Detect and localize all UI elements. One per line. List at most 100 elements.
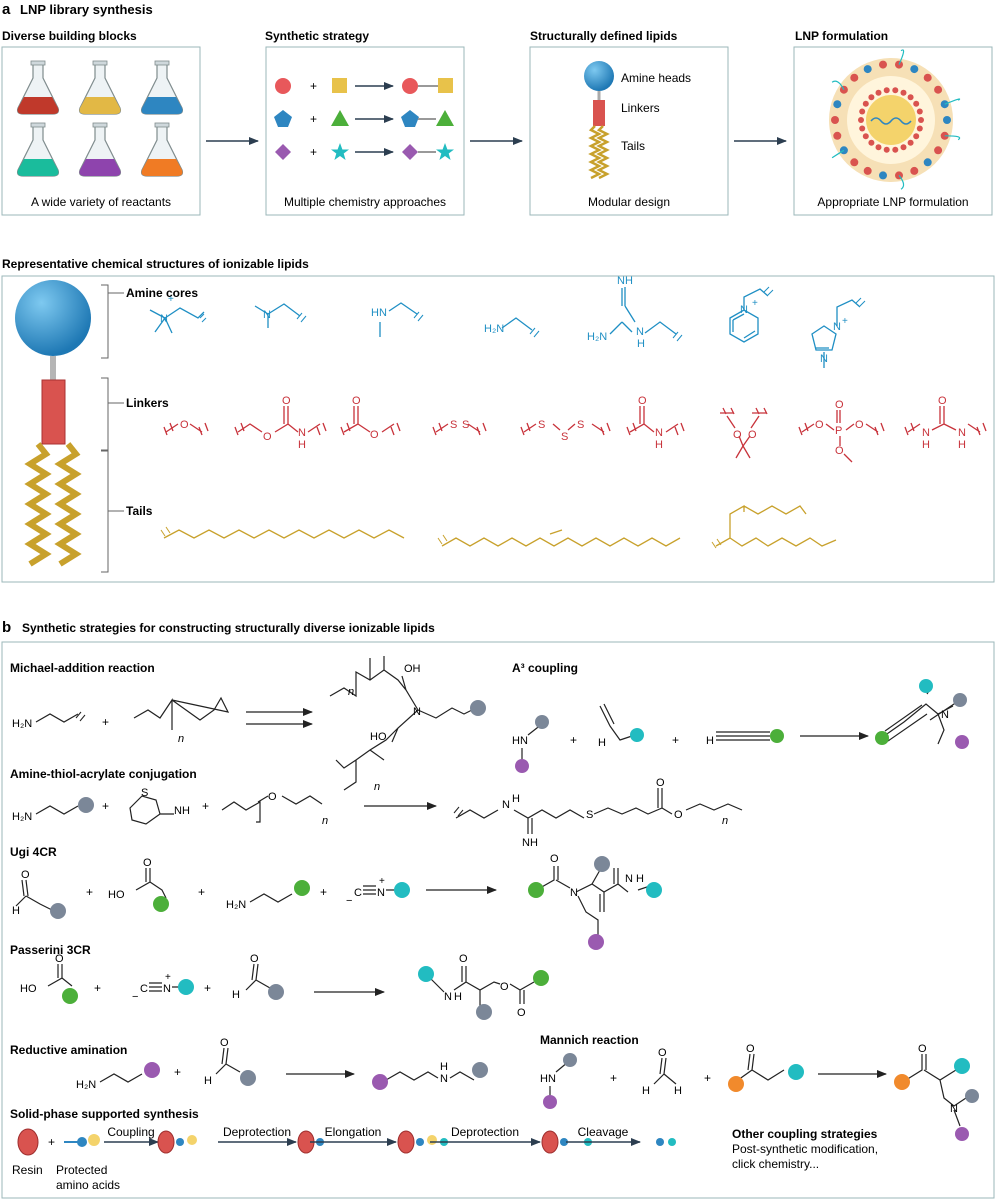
- tail-zigzag: [596, 125, 610, 180]
- mrna-strand: [870, 117, 912, 125]
- inner-lipid-head: [892, 87, 899, 94]
- amine-cores-label: Amine cores: [126, 286, 198, 300]
- ugi-amine-atom: H₂N: [226, 899, 246, 911]
- linker-atom: O: [835, 399, 844, 411]
- label-amine-heads: Amine heads: [621, 71, 691, 85]
- linker-atom: O: [835, 445, 844, 457]
- amine-pyridinium: [729, 286, 774, 343]
- inner-lipid-head: [875, 89, 882, 96]
- red-circle-icon: [402, 78, 418, 94]
- modular-lipid-diagram: Amine heads Linkers Tails: [584, 61, 691, 180]
- linker-atom: O: [352, 395, 361, 407]
- stage4-box: [793, 46, 993, 216]
- linker-urea: [904, 406, 987, 436]
- tail-bracket: [101, 450, 109, 573]
- panel-b-title: Synthetic strategies for constructing st…: [22, 621, 435, 635]
- michael-title: Michael-addition reaction: [10, 661, 155, 675]
- amine-head-sphere: [584, 61, 614, 91]
- label-tails: Tails: [621, 139, 645, 153]
- big-amine-head-sphere: [15, 280, 91, 356]
- linker-atom: H: [922, 439, 930, 451]
- linker-ketal: [720, 407, 768, 459]
- green-triangle-icon: [331, 110, 349, 126]
- inner-lipid-head: [913, 133, 920, 140]
- inner-lipid-head: [862, 133, 869, 140]
- thiol-nh-atom: NH: [174, 805, 190, 817]
- inner-lipid-head: [883, 146, 890, 153]
- flask-icon: [16, 122, 60, 177]
- passerini-o-atom: O: [459, 953, 468, 965]
- linker-atom: O: [938, 395, 947, 407]
- resin-bead: [397, 1130, 415, 1154]
- linker-atom: O: [748, 429, 757, 441]
- amino-acid-bead: [656, 1138, 664, 1146]
- passerini-title: Passerini 3CR: [10, 943, 91, 957]
- plus-sign: +: [202, 799, 209, 813]
- linker-atom: O: [815, 419, 824, 431]
- inner-lipid-head: [907, 94, 914, 101]
- inner-lipid-head: [859, 125, 866, 132]
- stage3-box: [529, 46, 729, 216]
- tail-zigzag: [588, 125, 602, 180]
- linker-carbamate: [234, 406, 327, 436]
- linker-atom: O: [733, 429, 742, 441]
- plus-sign: +: [672, 733, 679, 747]
- michael-addition: Michael-addition reaction H₂N + n OH HO …: [10, 656, 486, 793]
- green-triangle-icon: [436, 110, 454, 126]
- ugi-n-atom: N: [570, 887, 578, 899]
- resin-label: Resin: [12, 1163, 43, 1177]
- stage3-caption: Modular design: [588, 195, 670, 209]
- protected-label: amino acids: [56, 1178, 120, 1192]
- passerini-h-atom: H: [232, 989, 240, 1001]
- solid-step-label: Deprotection: [223, 1125, 291, 1139]
- tail-unsaturated: [441, 529, 681, 547]
- stage4-caption: Appropriate LNP formulation: [817, 195, 968, 209]
- mannich-reaction: Mannich reaction HN + O H H + O O N: [540, 1033, 979, 1141]
- other-coupling: Other coupling strategies Post-synthetic…: [732, 1127, 878, 1171]
- passerini-o-atom: O: [250, 953, 259, 965]
- linker-ether: [163, 422, 209, 436]
- reductive-n-atom: N: [440, 1073, 448, 1085]
- ugi-n-atom: N: [377, 887, 385, 899]
- peg-chain: [831, 149, 845, 159]
- lipid-head: [863, 166, 872, 175]
- ugi-4cr: Ugi 4CR O H + O HO + H₂N + − C N + O O N: [10, 845, 662, 950]
- linker-structures: [163, 406, 987, 463]
- passerini-h-atom: H: [454, 991, 462, 1003]
- flask-icon: [140, 60, 184, 115]
- lipid-head: [923, 158, 932, 167]
- a3-hn-atom: HN: [512, 735, 528, 747]
- amine-atom: N: [833, 321, 841, 333]
- amine-primary: [501, 317, 540, 338]
- mannich-n-atom: N: [950, 1103, 958, 1115]
- mannich-hn-atom: HN: [540, 1073, 556, 1085]
- reductive-amine-atom: H₂N: [76, 1079, 96, 1091]
- a3-coupling: A³ coupling HN + H + H N: [512, 661, 969, 773]
- peg-chain: [944, 135, 961, 141]
- plus-sign: +: [86, 885, 93, 899]
- stage1-caption: A wide variety of reactants: [31, 195, 171, 209]
- lipid-head: [833, 100, 842, 109]
- linkers-label: Linkers: [126, 396, 169, 410]
- amine-atom: HN: [371, 307, 387, 319]
- amine-charge: +: [842, 316, 848, 327]
- passerini-minus-charge: −: [132, 991, 138, 1003]
- mannich-h-atom: H: [642, 1085, 650, 1097]
- amino-acid-bead: [560, 1138, 568, 1146]
- stage2-caption: Multiple chemistry approaches: [284, 195, 446, 209]
- purple-diamond-icon: [402, 144, 418, 160]
- passerini-n-atom: N: [163, 983, 171, 995]
- ugi-ho-atom: HO: [108, 889, 125, 901]
- a3-title: A³ coupling: [512, 661, 578, 675]
- strategy-rows: + + +: [274, 78, 454, 160]
- protecting-group: [88, 1134, 100, 1146]
- purple-diamond-icon: [275, 144, 291, 160]
- thiol-subscript-n: n: [722, 815, 728, 827]
- plus-sign: +: [48, 1135, 55, 1149]
- amine-atom: N: [160, 313, 168, 325]
- inner-lipid-head: [900, 144, 907, 151]
- big-linker-block: [41, 379, 66, 445]
- inner-lipid-head: [883, 87, 890, 94]
- thiol-subscript-n: n: [322, 815, 328, 827]
- lipid-head: [879, 60, 887, 69]
